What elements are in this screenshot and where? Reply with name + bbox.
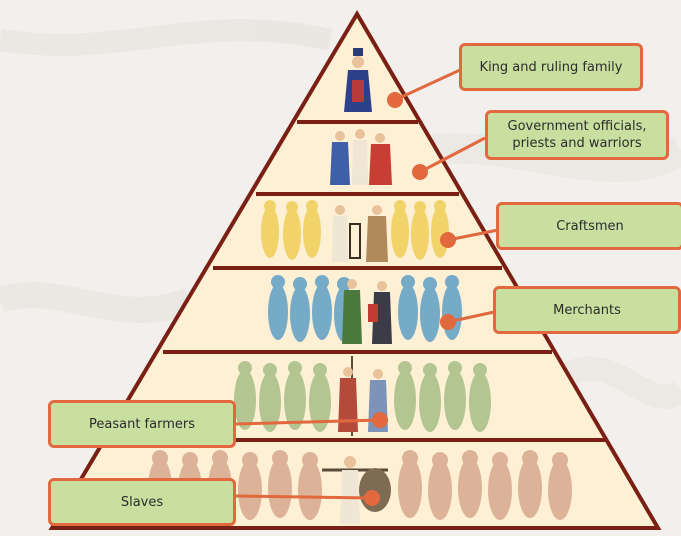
label-merchants: Merchants [493,286,681,334]
label-officials: Government officials, priests and warrio… [485,110,669,160]
slaves-dot [364,490,380,506]
merchants-dot [440,314,456,330]
king-figure [344,48,372,112]
peasants-dot [372,412,388,428]
officials-dot [412,164,428,180]
connector-dots [364,92,456,506]
craftsmen-dot [440,232,456,248]
craftsmen-figures [332,205,388,262]
merchants-figures [342,279,392,344]
label-craftsmen: Craftsmen [496,202,681,250]
king-dot [387,92,403,108]
craftsmen-crowd [261,200,449,260]
label-peasants: Peasant farmers [48,400,236,448]
label-king: King and ruling family [459,43,643,91]
peasants-crowd [234,361,491,432]
officials-figures [330,129,392,185]
pyramid-shape [48,10,662,530]
slaves-crowd [148,450,572,520]
label-slaves: Slaves [48,478,236,526]
